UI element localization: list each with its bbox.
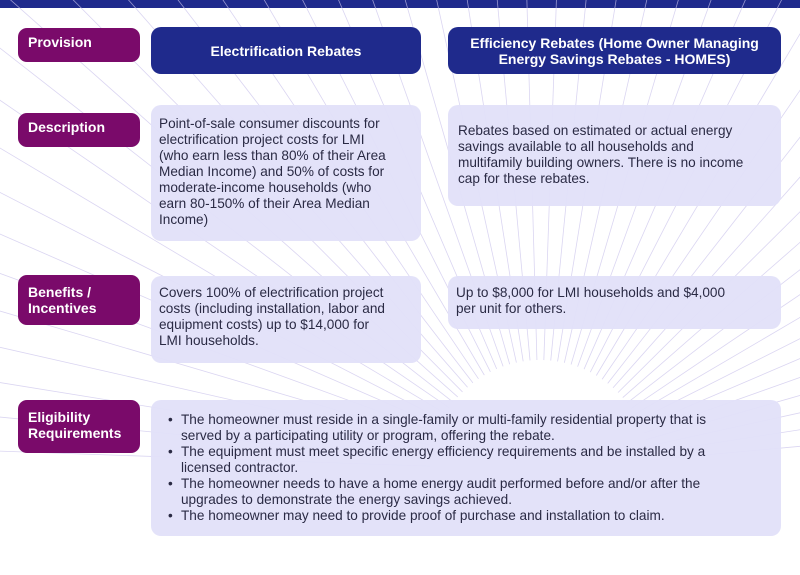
row-label-provision-text: Provision bbox=[28, 34, 92, 50]
decorative-ray bbox=[634, 316, 800, 415]
cell-line: earn 80-150% of their Area Median bbox=[159, 196, 370, 211]
cell-description-efficiency: Rebates based on estimated or actual ene… bbox=[448, 105, 781, 206]
cell-line: costs (including installation, labor and bbox=[159, 301, 385, 316]
list-item: The equipment must meet specific energy … bbox=[165, 444, 771, 476]
list-item-line: licensed contractor. bbox=[181, 460, 299, 475]
decorative-ray bbox=[543, 0, 557, 361]
decorative-ray bbox=[0, 233, 440, 427]
column-header-electrification-text: Electrification Rebates bbox=[210, 42, 362, 59]
row-label-eligibility-line: Requirements bbox=[28, 425, 122, 441]
decorative-ray bbox=[526, 0, 538, 361]
column-header-efficiency-line: Efficiency Rebates (Home Owner Managing bbox=[470, 34, 759, 51]
cell-line: equipment costs) up to $14,000 for bbox=[159, 317, 370, 332]
row-label-description-text: Description bbox=[28, 119, 106, 135]
column-header-efficiency: Efficiency Rebates (Home Owner Managing … bbox=[448, 27, 781, 74]
column-header-efficiency-line: Energy Savings Rebates - HOMES) bbox=[498, 50, 731, 67]
cell-benefits-efficiency: Up to $8,000 for LMI households and $4,0… bbox=[448, 276, 781, 329]
decorative-ray bbox=[583, 0, 746, 370]
decorative-ray bbox=[601, 89, 800, 380]
cell-line: multifamily building owners. There is no… bbox=[458, 155, 744, 170]
decorative-ray bbox=[640, 358, 800, 428]
decorative-ray bbox=[557, 0, 617, 362]
cell-line: Covers 100% of electrification project bbox=[159, 285, 384, 300]
decorative-ray bbox=[466, 0, 524, 362]
cell-line: Median Income) and 50% of costs for bbox=[159, 164, 385, 179]
cell-eligibility: The homeowner must reside in a single-fa… bbox=[151, 400, 781, 536]
list-item-line: served by a participating utility or pro… bbox=[181, 428, 555, 443]
row-label-eligibility-line: Eligibility bbox=[28, 409, 91, 425]
cell-line: Rebates based on estimated or actual ene… bbox=[458, 123, 733, 138]
cell-line: per unit for others. bbox=[456, 301, 567, 316]
top-accent-bar bbox=[0, 0, 800, 8]
decorative-ray bbox=[563, 0, 648, 363]
cell-line: Up to $8,000 for LMI households and $4,0… bbox=[456, 285, 726, 300]
cell-line: (who earn less than 80% of their Area bbox=[159, 148, 386, 163]
cell-line: Income) bbox=[159, 212, 209, 227]
cell-description-electrification: Point-of-sale consumer discounts for ele… bbox=[151, 105, 421, 241]
decorative-ray bbox=[595, 33, 800, 376]
decorative-ray bbox=[372, 0, 504, 367]
list-item-line: The equipment must meet specific energy … bbox=[181, 444, 706, 459]
list-item-line: The homeowner must reside in a single-fa… bbox=[181, 412, 707, 427]
decorative-ray bbox=[338, 0, 498, 370]
list-item: The homeowner must reside in a single-fa… bbox=[165, 412, 771, 444]
list-item: The homeowner may need to provide proof … bbox=[165, 508, 771, 524]
decorative-ray bbox=[404, 0, 511, 365]
row-label-benefits: Benefits / Incentives bbox=[18, 275, 140, 325]
decorative-ray bbox=[643, 376, 800, 434]
list-item: The homeowner needs to have a home energ… bbox=[165, 476, 771, 508]
decorative-ray bbox=[577, 0, 712, 367]
column-header-electrification: Electrification Rebates bbox=[151, 27, 421, 74]
decorative-ray bbox=[638, 338, 800, 421]
row-label-benefits-line: Incentives bbox=[28, 300, 97, 316]
cell-line: Point-of-sale consumer discounts for bbox=[159, 116, 380, 131]
cell-line: cap for these rebates. bbox=[458, 171, 590, 186]
row-label-provision: Provision bbox=[18, 28, 140, 62]
list-item-line: The homeowner needs to have a home energ… bbox=[181, 476, 701, 491]
decorative-ray bbox=[496, 0, 531, 361]
list-item-line: The homeowner may need to provide proof … bbox=[181, 508, 665, 523]
row-label-description: Description bbox=[18, 113, 140, 147]
cell-line: LMI households. bbox=[159, 333, 259, 348]
decorative-ray bbox=[570, 0, 679, 365]
decorative-ray bbox=[589, 0, 782, 373]
row-label-eligibility: Eligibility Requirements bbox=[18, 400, 140, 453]
eligibility-list: The homeowner must reside in a single-fa… bbox=[165, 412, 771, 524]
cell-line: savings available to all households and bbox=[458, 139, 694, 154]
list-item-line: upgrades to demonstrate the energy savin… bbox=[181, 492, 512, 507]
decorative-ray bbox=[436, 0, 517, 363]
decorative-ray bbox=[630, 294, 800, 409]
row-label-benefits-line: Benefits / bbox=[28, 284, 92, 300]
cell-benefits-electrification: Covers 100% of electrification project c… bbox=[151, 276, 421, 363]
cell-line: moderate-income households (who bbox=[159, 180, 372, 195]
decorative-ray bbox=[550, 0, 587, 361]
decorative-ray bbox=[302, 0, 491, 372]
cell-line: electrification project costs for LMI bbox=[159, 132, 365, 147]
